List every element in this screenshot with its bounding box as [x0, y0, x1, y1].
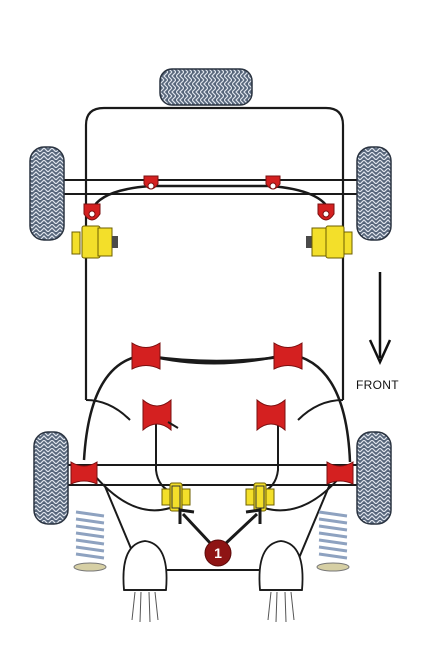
bushing-yellow — [71, 225, 118, 259]
front-crossmember — [68, 399, 370, 486]
bushing-red — [70, 461, 98, 485]
bushing-yellow — [245, 482, 275, 512]
bushing-red — [273, 342, 303, 370]
bushing-yellow — [161, 482, 191, 512]
bushing-red — [143, 175, 159, 190]
callout-arrow — [222, 508, 262, 547]
front-label: FRONT — [356, 378, 399, 392]
tire — [29, 146, 65, 241]
coil-spring — [73, 510, 107, 572]
tire — [33, 431, 69, 525]
bushing-red — [142, 398, 179, 432]
bushing-red — [326, 461, 354, 485]
spare-tire — [159, 68, 253, 106]
bushing-red — [265, 175, 281, 190]
tire — [356, 146, 392, 241]
anti-roll-bar — [82, 352, 352, 463]
differential — [258, 540, 304, 623]
callout-number: 1 — [214, 545, 222, 561]
direction-arrow — [368, 272, 392, 366]
chassis-frame — [84, 106, 345, 400]
tire — [356, 431, 392, 525]
differential — [122, 540, 168, 623]
bushing-red — [83, 203, 101, 221]
callout-arrow — [178, 508, 214, 547]
bushing-red — [317, 203, 335, 221]
callout: 1 — [204, 539, 232, 567]
rear-crossmember — [62, 179, 370, 213]
coil-spring — [316, 510, 350, 572]
bushing-red — [256, 398, 286, 432]
bushing-yellow — [306, 225, 353, 259]
bushing-red — [131, 342, 161, 370]
